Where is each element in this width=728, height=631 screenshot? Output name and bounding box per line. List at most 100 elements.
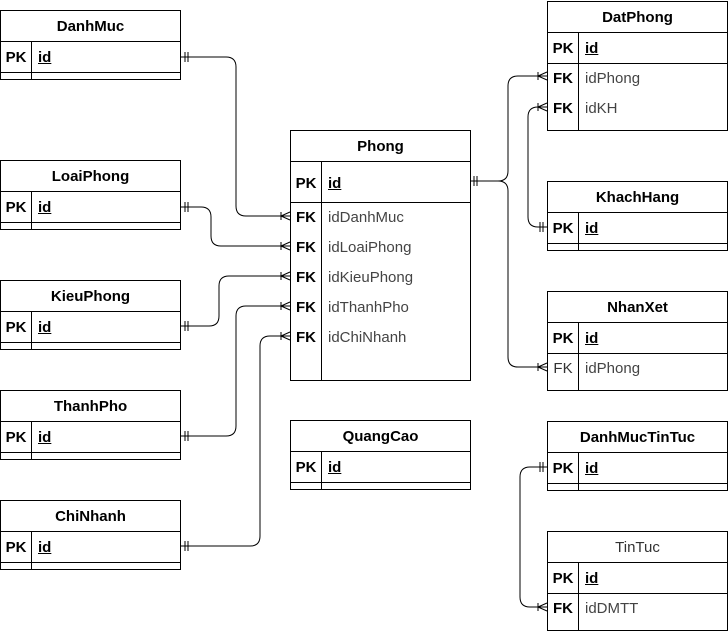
key-column (548, 213, 579, 250)
key-column (1, 312, 32, 349)
one-marker (184, 52, 189, 62)
divider (1, 72, 180, 73)
key-column (548, 563, 579, 630)
field-row: FK idPhong (548, 353, 727, 383)
entity-thanhpho[interactable]: ThanhPho PK id (0, 390, 181, 460)
entity-datphong[interactable]: DatPhong PK id FK idPhong FK idKH (547, 1, 728, 131)
key-column (1, 192, 32, 229)
entity-title: DanhMuc (1, 11, 180, 42)
one-marker (184, 321, 189, 331)
key-column (548, 323, 579, 390)
divider (548, 593, 727, 594)
key-label: FK (296, 208, 316, 226)
entity-title: DanhMucTinTuc (548, 422, 727, 453)
key-label: FK (296, 298, 316, 316)
entity-loaiphong[interactable]: LoaiPhong PK id (0, 160, 181, 230)
field-name: id (38, 198, 52, 216)
one-marker (539, 222, 544, 232)
field-name: id (585, 39, 599, 57)
entity-title: KieuPhong (1, 281, 180, 312)
field-row: PK id (548, 453, 727, 483)
entity-title: DatPhong (548, 2, 727, 33)
one-marker (473, 176, 478, 186)
edge-thanhpho-phong (181, 305, 290, 437)
field-row: PK id (548, 563, 727, 593)
field-name: idDMTT (585, 599, 639, 617)
key-label: FK (296, 328, 316, 346)
one-marker (184, 202, 189, 212)
field-name: idPhong (585, 69, 641, 87)
edge-phong-datphong (470, 75, 547, 182)
key-label: FK (553, 359, 573, 377)
divider (548, 243, 727, 244)
edge-khachhang-datphong (527, 106, 547, 228)
field-row: PK id (1, 422, 180, 452)
divider (548, 63, 727, 64)
entity-danhmuc[interactable]: DanhMuc PK id (0, 10, 181, 80)
entity-title: ChiNhanh (1, 501, 180, 532)
key-column (291, 452, 322, 489)
many-marker (279, 211, 291, 221)
divider (291, 202, 470, 203)
entity-title: LoaiPhong (1, 161, 180, 192)
divider (548, 353, 727, 354)
field-name: id (38, 318, 52, 336)
one-marker (184, 431, 189, 441)
field-name: id (585, 459, 599, 477)
many-marker (279, 331, 291, 341)
field-row: FK idKieuPhong (291, 262, 470, 292)
entity-phong[interactable]: Phong PK id FK idDanhMuc FK idLoaiPhong … (290, 130, 471, 381)
field-row: PK id (1, 312, 180, 342)
divider (1, 222, 180, 223)
key-label: PK (295, 174, 317, 192)
field-name: idThanhPho (328, 298, 409, 316)
key-label: FK (553, 69, 573, 87)
entity-chinhanh[interactable]: ChiNhanh PK id (0, 500, 181, 570)
key-label: PK (295, 458, 317, 476)
entity-tintuc[interactable]: TinTuc PK id FK idDMTT (547, 531, 728, 631)
field-row: FK idLoaiPhong (291, 232, 470, 262)
entity-title: KhachHang (548, 182, 727, 213)
many-marker (536, 362, 548, 372)
field-row: PK id (1, 192, 180, 222)
key-label: FK (553, 599, 573, 617)
divider (291, 482, 470, 483)
field-name: id (328, 458, 342, 476)
field-name: idDanhMuc (328, 208, 404, 226)
key-label: PK (5, 538, 27, 556)
field-name: idPhong (585, 359, 641, 377)
key-column (1, 422, 32, 459)
field-row: PK id (1, 532, 180, 562)
key-label: PK (552, 459, 574, 477)
field-name: idKH (585, 99, 618, 117)
edge-loaiphong-phong (181, 206, 290, 247)
field-name: id (585, 569, 599, 587)
entity-danhmuctintuc[interactable]: DanhMucTinTuc PK id (547, 421, 728, 491)
key-label: PK (552, 329, 574, 347)
key-label: PK (5, 428, 27, 446)
field-row: PK id (548, 323, 727, 353)
edge-chinhanh-phong (181, 335, 290, 547)
field-row: PK id (1, 42, 180, 72)
edge-phong-nhanxet (497, 180, 547, 368)
one-marker (539, 462, 544, 472)
many-marker (279, 301, 291, 311)
field-row: PK id (291, 452, 470, 482)
entity-kieuphong[interactable]: KieuPhong PK id (0, 280, 181, 350)
field-row: PK id (548, 213, 727, 243)
key-column (291, 162, 322, 380)
many-marker (536, 102, 548, 112)
edge-danhmuctintuc-tintuc (519, 466, 547, 608)
entity-nhanxet[interactable]: NhanXet PK id FK idPhong (547, 291, 728, 391)
entity-khachhang[interactable]: KhachHang PK id (547, 181, 728, 251)
many-marker (279, 241, 291, 251)
key-label: PK (552, 569, 574, 587)
divider (548, 483, 727, 484)
edge-danhmuc-phong (181, 56, 290, 217)
field-row: PK id (291, 168, 470, 198)
key-column (1, 532, 32, 569)
field-name: idKieuPhong (328, 268, 414, 286)
entity-quangcao[interactable]: QuangCao PK id (290, 420, 471, 490)
field-row: FK idPhong (548, 63, 727, 93)
